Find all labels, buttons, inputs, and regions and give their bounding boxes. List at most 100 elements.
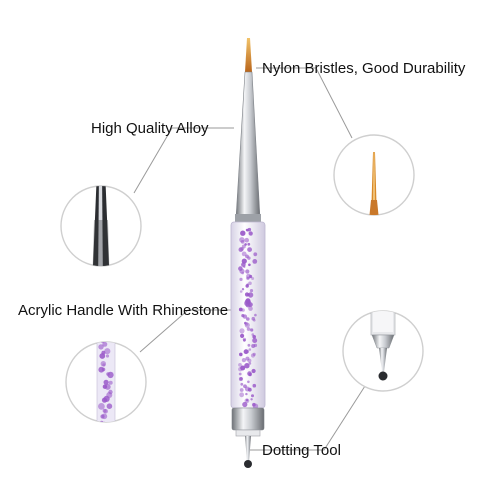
rhinestone-zoom	[102, 342, 108, 347]
rhinestone-zoom	[98, 366, 105, 373]
rhinestone	[245, 349, 250, 354]
pen-ferrule-ring	[235, 214, 261, 222]
pen-dotting-needle	[245, 436, 251, 462]
rhinestone	[241, 358, 246, 363]
rhinestone	[239, 388, 244, 392]
rhinestone	[239, 328, 245, 334]
leader-line-handle	[139, 309, 238, 353]
rhinestone	[240, 382, 244, 386]
rhinestone	[240, 365, 246, 371]
rhinestone-zoom	[106, 372, 110, 376]
rhinestone-zoom	[103, 379, 109, 385]
rhinestone	[244, 398, 250, 404]
leader-line-bristles	[256, 67, 353, 139]
rhinestone	[248, 263, 251, 267]
rhinestone	[240, 333, 245, 338]
rhinestone-zoom	[104, 348, 111, 355]
rhinestone	[242, 401, 248, 408]
rhinestone	[245, 269, 250, 274]
callout-alloy	[60, 185, 142, 267]
pen-rhinestones	[238, 227, 259, 409]
rhinestone	[251, 333, 255, 336]
rhinestone	[245, 392, 248, 396]
rhinestone	[238, 266, 243, 271]
pen-ferrule	[235, 71, 261, 219]
pen-collar-step	[235, 429, 261, 437]
rhinestone	[250, 328, 254, 332]
label-dotting: Dotting Tool	[262, 442, 341, 459]
rhinestone	[246, 327, 251, 331]
rhinestone	[249, 289, 254, 293]
rhinestone	[238, 363, 242, 367]
rhinestone	[246, 317, 250, 321]
pen	[230, 38, 266, 468]
rhinestone	[241, 271, 244, 275]
rhinestone-zoom	[98, 403, 105, 410]
rhinestone	[240, 230, 246, 236]
label-bristles: Nylon Bristles, Good Durability	[262, 60, 466, 77]
rhinestone-zoom	[103, 338, 107, 342]
rhinestone	[248, 362, 252, 365]
rhinestone	[250, 353, 256, 358]
rhinestone	[248, 348, 252, 351]
rhinestone-zoom	[104, 425, 110, 431]
rhinestone	[245, 399, 249, 402]
rhinestone	[247, 256, 251, 260]
rhinestone-zoom	[99, 353, 106, 359]
rhinestone	[247, 242, 251, 246]
rhinestone	[248, 306, 253, 311]
rhinestone	[247, 247, 253, 253]
rhinestone	[247, 227, 252, 232]
rhinestone	[244, 363, 250, 369]
rhinestone-zoom	[98, 344, 104, 350]
rhinestone	[248, 281, 252, 286]
rhinestone	[238, 367, 243, 372]
rhinestone	[239, 290, 243, 293]
callout-dotting	[342, 310, 424, 392]
rhinestone	[253, 252, 258, 257]
rhinestone	[247, 387, 252, 392]
rhinestone	[240, 240, 245, 244]
rhinestone-zoom	[100, 361, 107, 367]
rhinestone	[252, 383, 257, 388]
rhinestone	[238, 372, 242, 376]
leader-line-alloy	[133, 127, 234, 194]
rhinestone-zoom	[102, 408, 107, 413]
rhinestone-zoom	[102, 384, 108, 389]
rhinestone	[241, 251, 247, 257]
rhinestone	[252, 259, 258, 264]
rhinestone-zoom	[101, 413, 108, 420]
label-handle: Acrylic Handle With Rhinestone	[18, 302, 229, 319]
rhinestone	[244, 322, 250, 328]
rhinestone-zoom	[99, 420, 104, 422]
rhinestone	[251, 394, 254, 398]
rhinestone	[247, 343, 251, 347]
pen-bottom-collar	[231, 407, 265, 431]
rhinestone	[247, 380, 250, 384]
rhinestone-zoom	[107, 429, 112, 434]
pen-bristles	[245, 38, 252, 72]
rhinestone	[243, 338, 246, 342]
rhinestone	[241, 308, 245, 312]
rhinestone	[252, 338, 258, 343]
rhinestone	[245, 284, 249, 288]
rhinestone	[245, 302, 251, 308]
rhinestone-zoom	[103, 395, 110, 402]
rhinestone	[238, 247, 244, 252]
rhinestone	[241, 288, 245, 291]
rhinestone	[239, 392, 245, 398]
callout-bristles	[333, 134, 415, 216]
rhinestone	[251, 368, 256, 374]
leader-lines	[133, 67, 366, 451]
rhinestone	[247, 292, 254, 298]
rhinestone	[247, 371, 252, 376]
callout-handle	[65, 338, 147, 434]
rhinestone	[254, 313, 257, 317]
rhinestone	[239, 352, 243, 357]
rhinestone-zoom	[106, 403, 113, 410]
rhinestone	[239, 277, 243, 281]
rhinestone	[248, 231, 253, 236]
rhinestone	[243, 265, 246, 268]
